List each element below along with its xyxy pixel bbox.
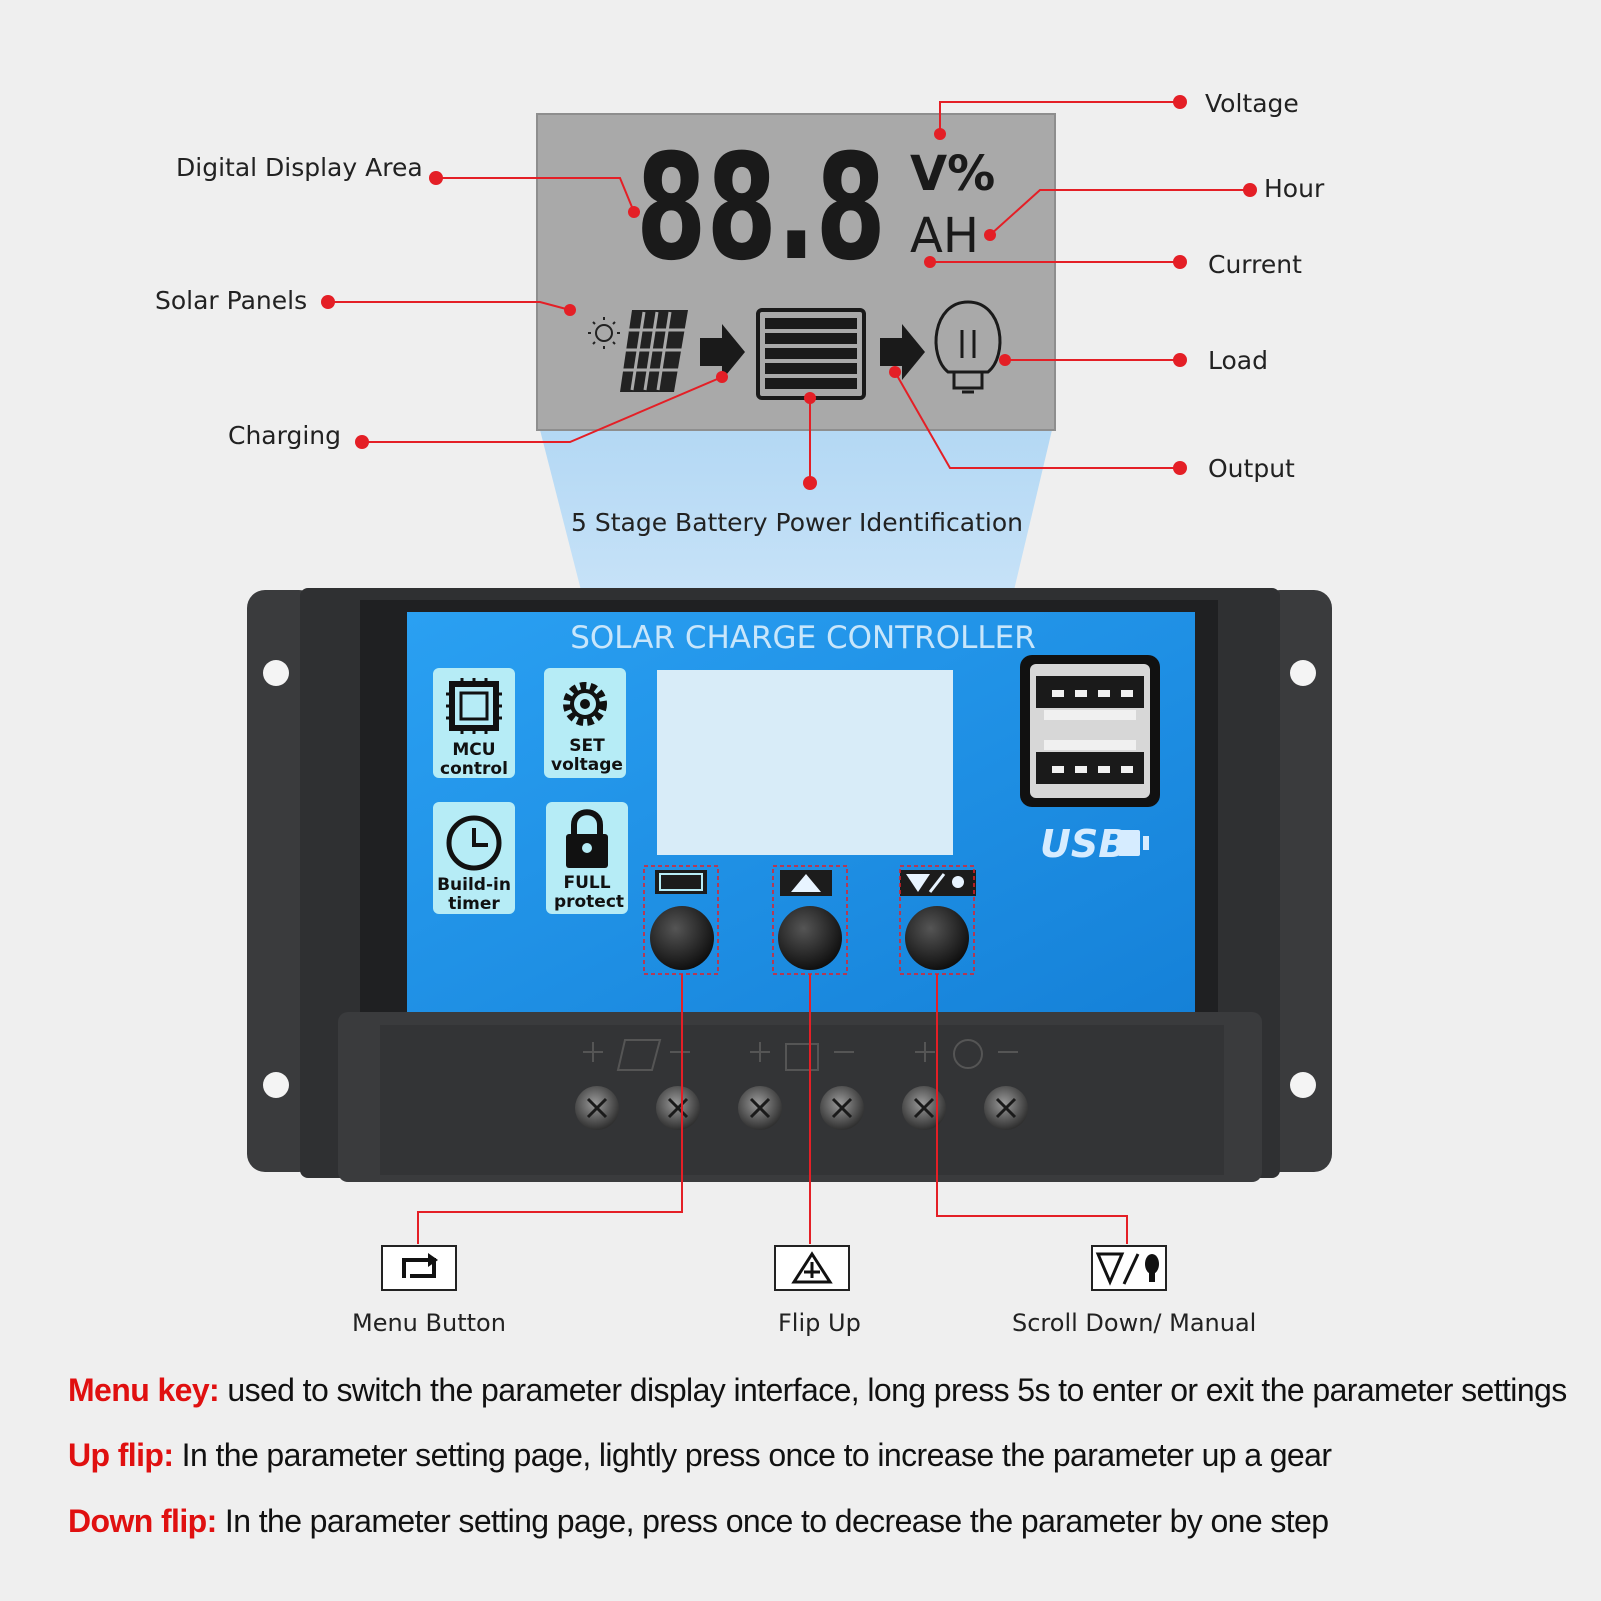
lcd-unit-bottom: AH [910, 208, 979, 264]
output-arrow-icon [880, 324, 925, 380]
mount-hole [1290, 660, 1316, 686]
device-label-text: protect [554, 892, 624, 912]
clock-icon [446, 815, 502, 871]
menu-button-knob[interactable] [650, 906, 714, 970]
charging-arrow-icon [700, 324, 745, 380]
usb-battery-icon [1118, 830, 1149, 856]
terminal-screws [575, 1086, 1028, 1130]
label-menu-button: Menu Button [352, 1309, 506, 1337]
usb-label: USB [1040, 822, 1127, 866]
label-hour: Hour [1264, 174, 1325, 203]
device-label-text: FULL [563, 873, 610, 893]
label-solar-panels: Solar Panels [155, 286, 308, 315]
description-menu-key: Menu key: used to switch the parameter d… [68, 1372, 1567, 1409]
device-label-text: timer [448, 894, 500, 914]
faceplate-up-icon [780, 870, 832, 896]
lcd-display-area: 88.8 V% AH [536, 113, 1056, 431]
mount-hole [263, 1072, 289, 1098]
description-key: Up flip: [68, 1437, 174, 1473]
battery-icon [756, 308, 866, 400]
gear-icon [563, 682, 607, 726]
feature-full-protect: FULL protect [546, 802, 628, 914]
mount-hole [263, 660, 289, 686]
label-voltage: Voltage [1205, 89, 1299, 118]
device-label-text: voltage [551, 755, 623, 775]
callout-dots [321, 95, 1257, 490]
description-key: Down flip: [68, 1503, 217, 1539]
description-key: Menu key: [68, 1372, 220, 1408]
label-flip-up: Flip Up [778, 1309, 861, 1337]
controller-title: SOLAR CHARGE CONTROLLER [570, 620, 1036, 656]
sun-icon [588, 317, 620, 349]
lcd-digits: 88.8 [636, 123, 886, 293]
description-up-flip: Up flip: In the parameter setting page, … [68, 1437, 1332, 1474]
label-charging: Charging [228, 421, 341, 450]
mount-hole [1290, 1072, 1316, 1098]
device-label-text: control [440, 759, 508, 779]
flip-up-icon [774, 1245, 850, 1291]
charge-controller: SOLAR CHARGE CONTROLLER MCU control [247, 588, 1332, 1182]
button-callout-lines [417, 974, 1128, 1244]
description-text: used to switch the parameter display int… [219, 1372, 1567, 1408]
callout-lines [328, 101, 1250, 483]
feature-set-voltage: SET voltage [544, 668, 626, 778]
description-text: In the parameter setting page, press onc… [216, 1503, 1329, 1539]
left-mount-flange [247, 590, 317, 1172]
scroll-down-manual-icon [1091, 1245, 1167, 1291]
device-lcd-window [657, 670, 953, 855]
description-down-flip: Down flip: In the parameter setting page… [68, 1503, 1329, 1540]
lcd-unit-top: V% [910, 146, 995, 202]
label-battery-identification: 5 Stage Battery Power Identification [571, 508, 1023, 537]
label-scroll-down-manual: Scroll Down/ Manual [1012, 1309, 1257, 1337]
lock-icon [566, 809, 608, 868]
menu-switch-icon [381, 1245, 457, 1291]
device-label-text: Build-in [437, 875, 511, 895]
chip-icon [446, 678, 502, 734]
label-digital-display-area: Digital Display Area [176, 153, 423, 182]
faceplate-menu-icon [655, 870, 707, 894]
terminal-symbols [583, 1039, 1018, 1071]
faceplate-down-icon [900, 870, 976, 896]
up-button-knob[interactable] [778, 906, 842, 970]
label-current: Current [1208, 250, 1302, 279]
description-text: In the parameter setting page, lightly p… [173, 1437, 1332, 1473]
usb-port[interactable] [1020, 655, 1160, 807]
load-bulb-icon [934, 300, 1002, 394]
device-label-text: MCU [452, 740, 495, 760]
feature-mcu-control: MCU control [433, 668, 515, 779]
feature-build-in-timer: Build-in timer [433, 802, 515, 914]
device-label-text: SET [569, 736, 605, 756]
label-output: Output [1208, 454, 1295, 483]
solar-panel-icon [620, 310, 688, 392]
label-load: Load [1208, 346, 1268, 375]
down-button-knob[interactable] [905, 906, 969, 970]
